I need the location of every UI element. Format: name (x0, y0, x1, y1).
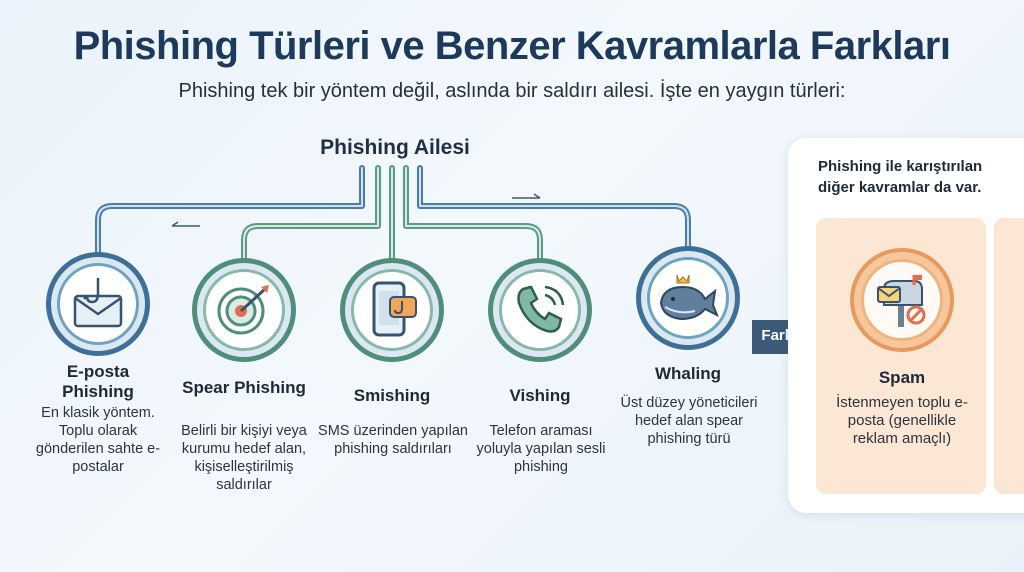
title-smishing: Smishing (353, 386, 431, 405)
connector-eposta (95, 165, 365, 259)
desc-spam: İstenmeyen toplu e-posta (genellikle rek… (836, 394, 968, 447)
node-whaling (636, 246, 740, 350)
page-subtitle: Phishing tek bir yöntem değil, aslında b… (178, 80, 846, 102)
desc-spear: Belirli bir kişiyi veya kurumu hedef ala… (181, 423, 307, 493)
desc-eposta: En klasik yöntem. Toplu olarak gönderile… (35, 405, 161, 475)
desc-whaling: Üst düzey yöneticileri hedef alan spear … (620, 395, 758, 447)
mailbox-icon (877, 275, 926, 327)
direction-arrows (171, 193, 541, 227)
connector-whaling (417, 165, 691, 253)
phone-call-icon (517, 285, 565, 333)
desc-smishing: SMS üzerinden yapılan phishing saldırıla… (318, 423, 468, 457)
node-eposta (46, 252, 150, 356)
phone-message-icon (372, 281, 417, 337)
node-smishing (340, 258, 444, 362)
title-whaling: Whaling (654, 364, 722, 383)
comparison-header: Phishing ile karıştırılan diğer kavramla… (818, 158, 983, 196)
title-vishing: Vishing (509, 386, 571, 405)
page-title: Phishing Türleri ve Benzer Kavramlarla F… (73, 24, 951, 68)
title-spear: Spear Phishing (182, 378, 306, 397)
node-spear (192, 258, 296, 362)
target-icon (217, 285, 269, 335)
title-eposta: E-posta Phishing (62, 362, 134, 401)
envelope-hook-icon (73, 278, 123, 328)
connector-spear (241, 165, 381, 265)
next-card (994, 218, 1024, 494)
node-spam (850, 248, 954, 352)
whale-icon (659, 274, 719, 321)
title-spam: Spam (878, 368, 926, 387)
node-vishing (488, 258, 592, 362)
family-label: Phishing Ailesi (320, 136, 470, 159)
connector-vishing (403, 165, 543, 265)
desc-vishing: Telefon araması yoluyla yapılan sesli ph… (476, 423, 606, 475)
